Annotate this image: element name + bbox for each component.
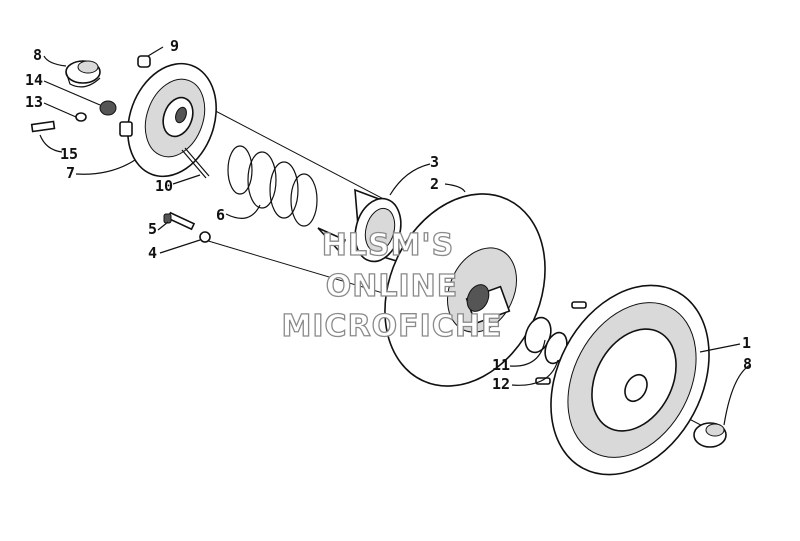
callout-12: 12 — [492, 375, 510, 393]
spacer-part-14 — [99, 100, 117, 116]
callout-10: 10 — [155, 177, 173, 195]
spring-part-6 — [227, 145, 318, 227]
callout-6: 6 — [216, 206, 225, 224]
callout-1: 1 — [742, 334, 751, 352]
callout-2: 2 — [430, 175, 439, 193]
sheave-part-2 — [384, 193, 546, 387]
watermark-line-3: MICROFICHE — [282, 309, 503, 344]
callout-8-top: 8 — [33, 46, 42, 64]
bolt-part-5 — [163, 211, 196, 231]
callout-15: 15 — [60, 145, 78, 163]
bushing-part-8-bottom — [693, 422, 727, 448]
callout-14: 14 — [25, 71, 43, 89]
callout-5: 5 — [148, 220, 157, 238]
callout-9: 9 — [170, 37, 179, 55]
watermark: HLSM'S ONLINE MICROFICHE — [281, 227, 503, 344]
washer-part-13 — [75, 112, 87, 122]
callout-8-bottom: 8 — [743, 355, 752, 373]
cam-hub-part-3 — [317, 188, 402, 264]
callout-13: 13 — [25, 93, 43, 111]
washer-part-4 — [199, 231, 211, 243]
callout-3: 3 — [430, 153, 439, 171]
fan-sheave-part-1 — [535, 284, 710, 476]
cam-plate-part-7 — [119, 62, 217, 178]
nut-part-9 — [137, 55, 151, 68]
watermark-line-1: HLSM'S — [322, 228, 454, 263]
leader-lines — [39, 46, 751, 426]
watermark-line-2: ONLINE — [326, 269, 459, 304]
callout-7: 7 — [66, 164, 75, 182]
callout-4: 4 — [148, 244, 157, 262]
shim-part-10 — [181, 147, 210, 179]
pin-part-15 — [30, 120, 56, 133]
bushing-part-8-top — [65, 60, 101, 88]
callout-11: 11 — [492, 356, 510, 374]
